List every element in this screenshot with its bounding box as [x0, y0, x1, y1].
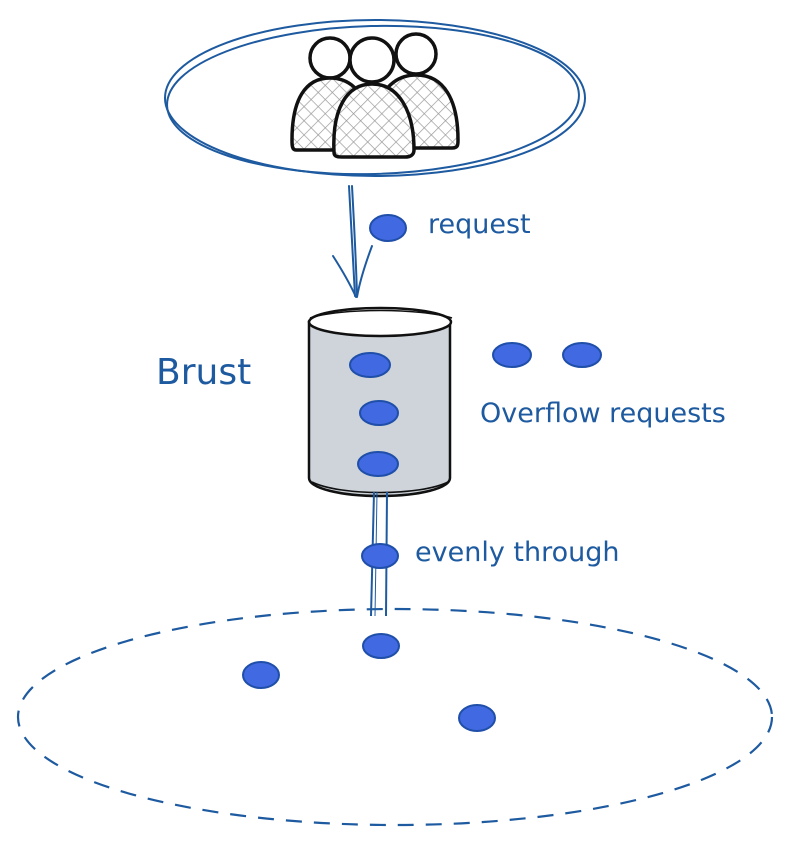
queued-request-dot: [357, 451, 399, 477]
overflow-request-dot: [562, 342, 602, 368]
client-ellipse: [164, 19, 586, 177]
incoming-request-dot: [369, 214, 407, 242]
processed-request-dot: [242, 661, 280, 689]
burst-label: Brust: [156, 352, 251, 393]
request-label: request: [428, 209, 531, 240]
overflow-label: Overflow requests: [480, 398, 726, 429]
overflow-request-dot: [492, 342, 532, 368]
server-ellipse: [16, 607, 774, 827]
bucket-cylinder-icon: [307, 306, 453, 498]
overflow-request-dots: [492, 342, 602, 368]
outflow-request-dot: [361, 543, 399, 569]
evenly-label: evenly through: [415, 537, 619, 568]
users-group-icon: [290, 32, 460, 159]
processed-request-dot: [362, 633, 400, 659]
queued-request-dot: [359, 400, 399, 426]
processed-request-dot: [458, 704, 496, 732]
queued-request-dot: [349, 352, 391, 378]
request-arrow: [332, 185, 373, 298]
processed-request-dots: [242, 633, 496, 732]
bucket-queued-requests: [349, 352, 399, 477]
